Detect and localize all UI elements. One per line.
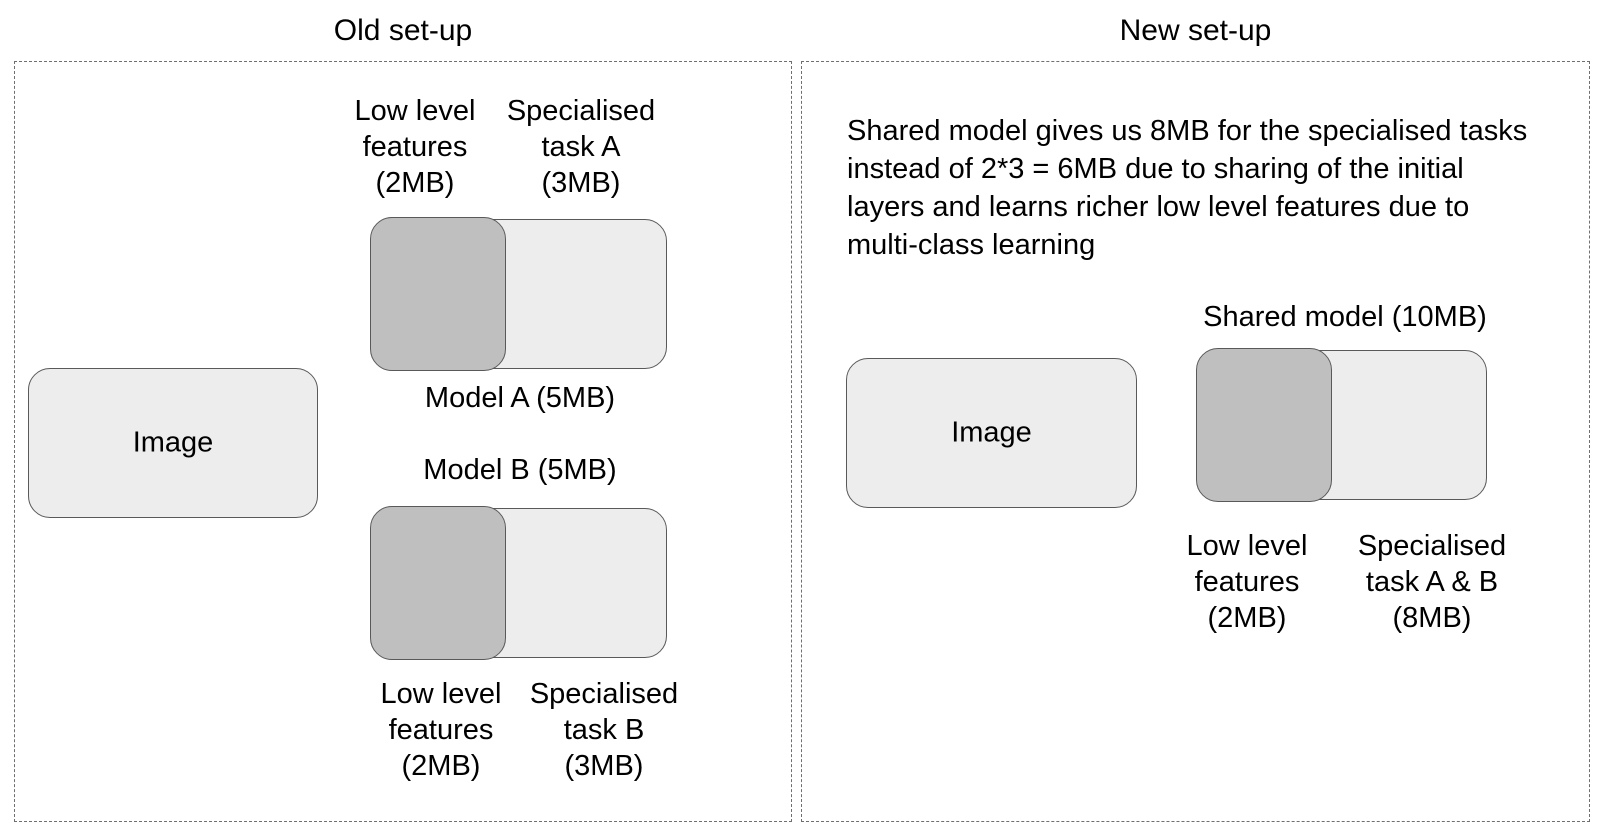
new-setup-panel [801, 61, 1590, 822]
old-setup-panel [14, 61, 792, 822]
shared-model-specialised-label: Specialised task A & B (8MB) [1357, 530, 1507, 634]
model-b-specialised-label: Specialised task B (3MB) [529, 678, 679, 782]
old-setup-title: Old set-up [333, 14, 473, 47]
model-b-low-level-block [370, 506, 506, 660]
shared-model-caption: Shared model (10MB) [1203, 301, 1487, 333]
shared-model-low-level-label: Low level features (2MB) [1186, 530, 1308, 634]
model-a-specialised-label: Specialised task A (3MB) [506, 95, 656, 199]
model-b-low-level-label: Low level features (2MB) [380, 678, 502, 782]
new-setup-image-label: Image [951, 416, 1032, 449]
model-a-caption: Model A (5MB) [424, 382, 616, 414]
new-setup-title: New set-up [1119, 14, 1272, 47]
shared-model-low-level-block [1196, 348, 1332, 502]
model-b-caption: Model B (5MB) [423, 454, 617, 486]
old-setup-image-label: Image [132, 426, 214, 459]
model-a-low-level-label: Low level features (2MB) [354, 95, 476, 199]
new-setup-image-box: Image [846, 358, 1137, 508]
old-setup-image-box: Image [28, 368, 318, 518]
model-a-low-level-block [370, 217, 506, 371]
new-setup-note: Shared model gives us 8MB for the specia… [847, 115, 1528, 261]
